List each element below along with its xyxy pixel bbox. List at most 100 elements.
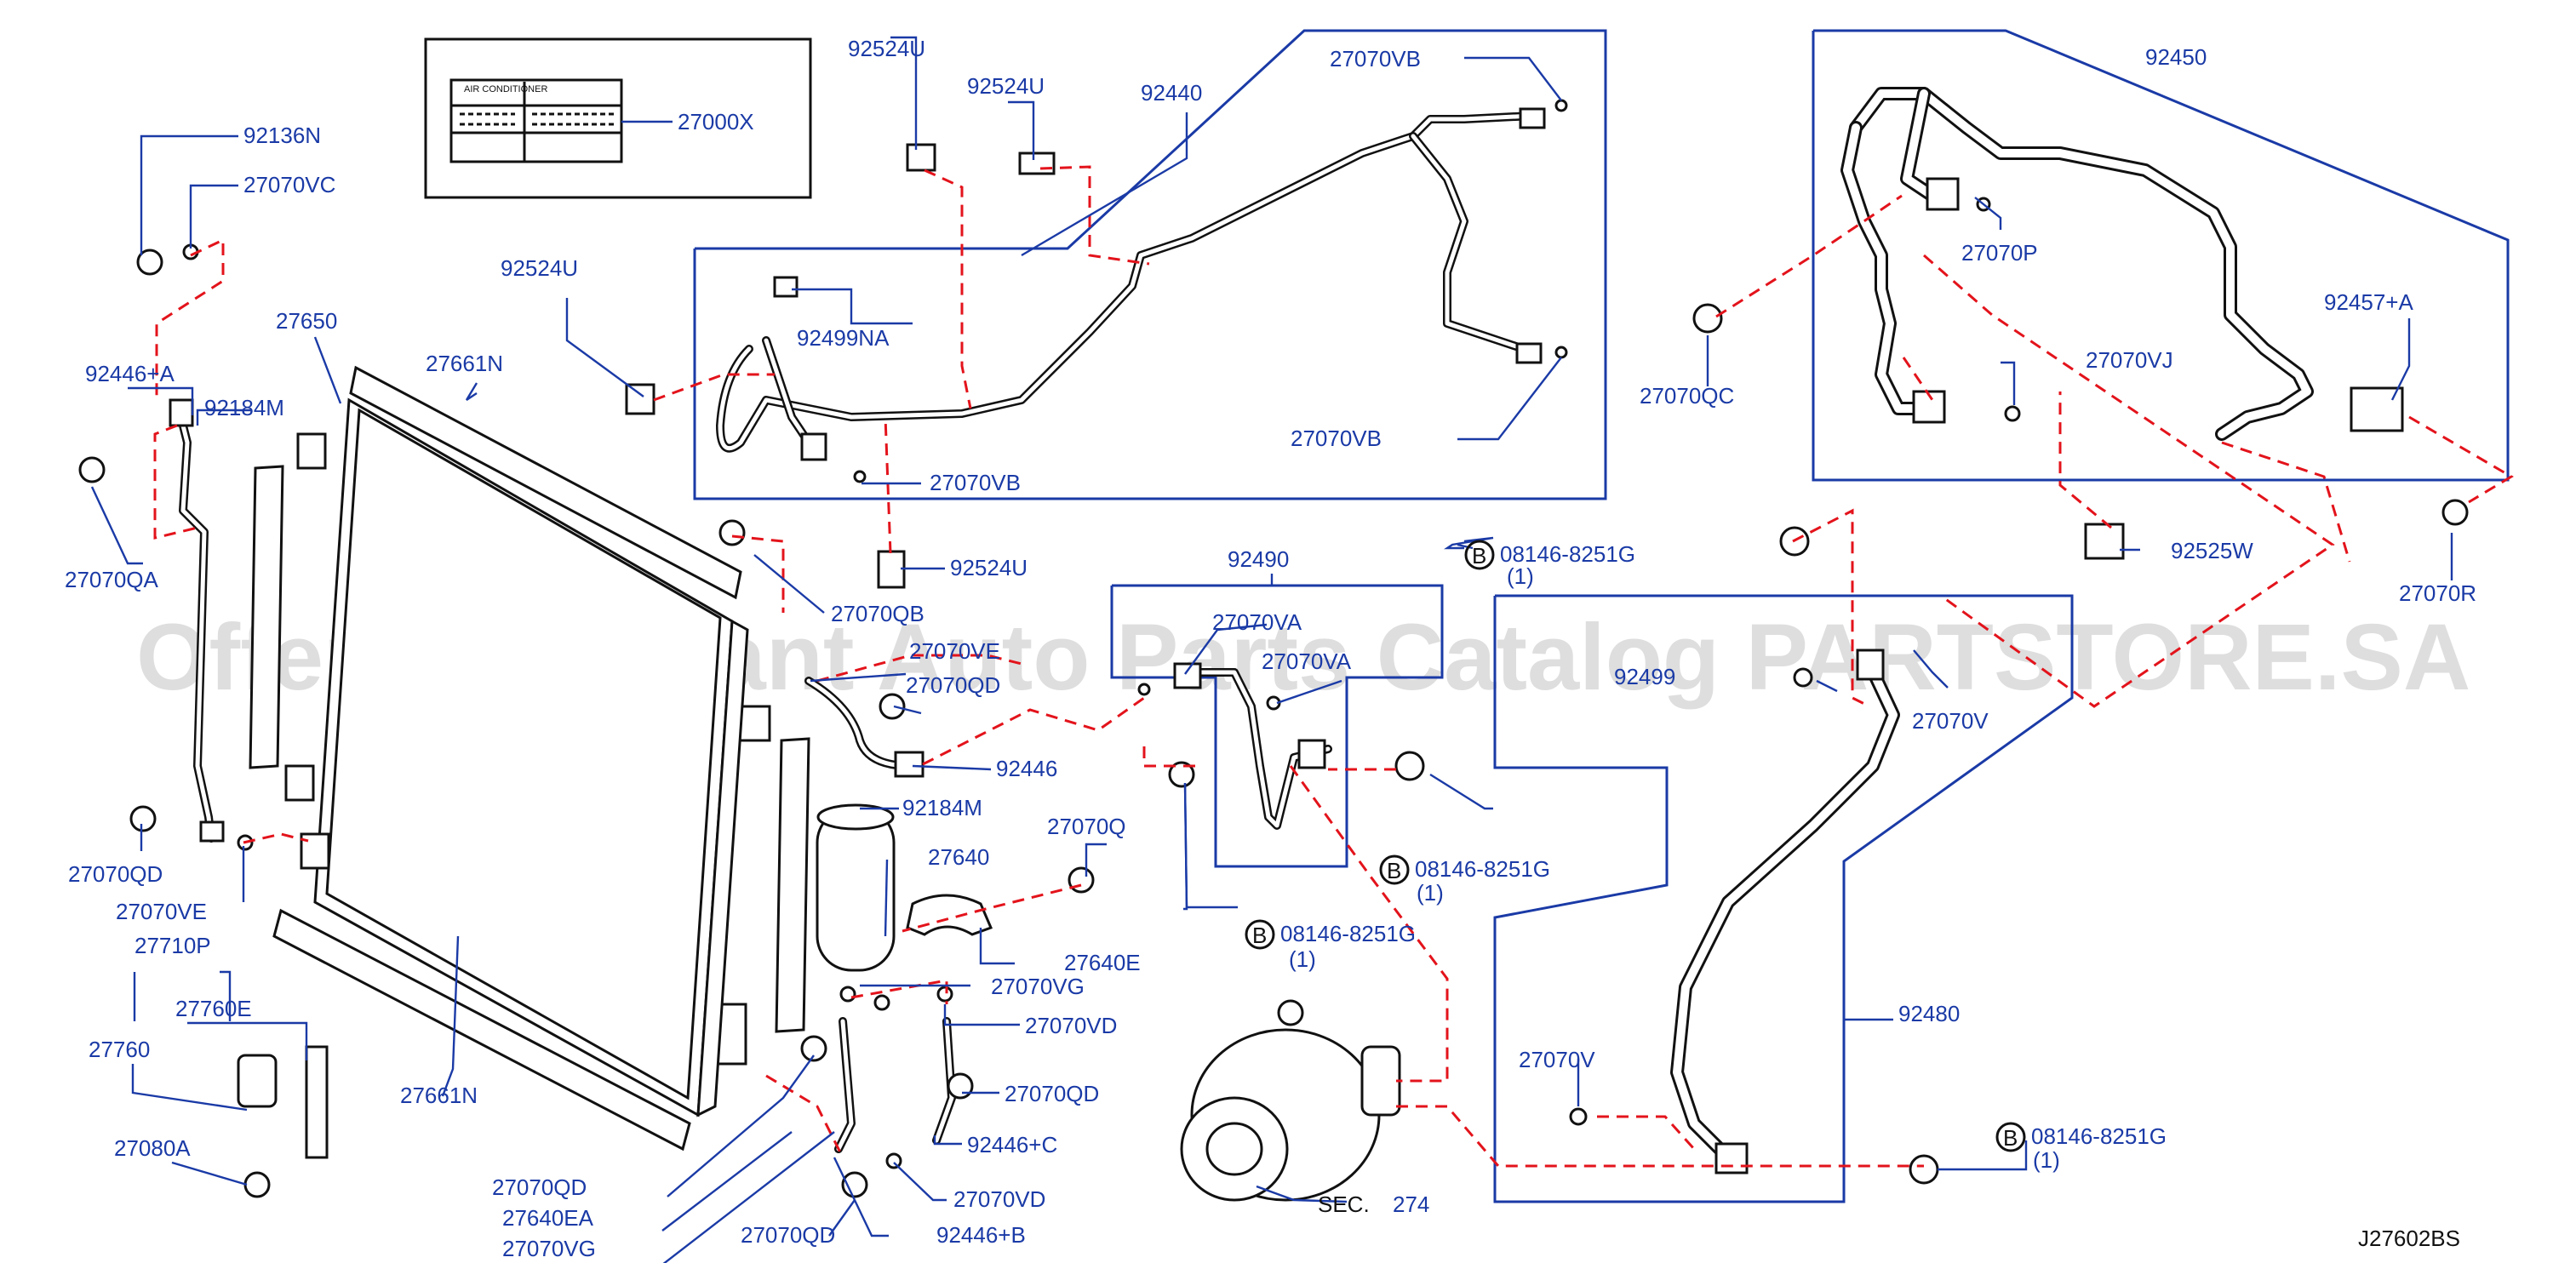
part-label-27661N-top[interactable]: 27661N [426, 351, 503, 376]
part-label-92440[interactable]: 92440 [1141, 80, 1202, 106]
bolt-27070QD-a[interactable] [129, 805, 157, 832]
part-label-92524U-c[interactable]: 92524U [501, 255, 578, 281]
bolt-27070QC[interactable] [1692, 303, 1723, 334]
sensor-bracket[interactable] [305, 1045, 329, 1159]
part-label-27070QD-b[interactable]: 27070QD [68, 861, 163, 887]
part-label-27070QA[interactable]: 27070QA [65, 567, 159, 592]
part-label-27640E[interactable]: 27640E [1064, 950, 1141, 975]
bolt-08146-b[interactable] [1168, 761, 1195, 788]
bolt-27070QD-b[interactable] [879, 693, 906, 720]
part-label-27070VB-a[interactable]: 27070VB [1330, 46, 1421, 71]
bolt-27070QB[interactable] [718, 519, 746, 546]
bolt-27070QD-c[interactable] [800, 1035, 827, 1062]
part-label-27070VG-a[interactable]: 27070VG [991, 974, 1085, 999]
part-label-27760[interactable]: 27760 [89, 1037, 150, 1062]
part-label-27650[interactable]: 27650 [276, 308, 337, 334]
circle-b-1: B [1472, 543, 1486, 569]
part-label-27070R[interactable]: 27070R [2399, 580, 2476, 606]
part-label-27640EA[interactable]: 27640EA [502, 1205, 594, 1231]
side-seal-left[interactable] [249, 465, 284, 769]
part-label-92499NA[interactable]: 92499NA [797, 325, 890, 351]
part-label-27070VB-c[interactable]: 27070VB [930, 470, 1021, 495]
part-label-92184M-top[interactable]: 92184M [204, 395, 284, 420]
part-label-27070QC[interactable]: 27070QC [1640, 383, 1734, 409]
part-label-92524U-b[interactable]: 92524U [967, 73, 1045, 99]
bolt-27070R[interactable] [2441, 499, 2469, 526]
pressure-sensor[interactable] [237, 1054, 278, 1108]
part-label-27070VE-b[interactable]: 27070VE [116, 899, 207, 924]
assembly-dashes [153, 165, 2514, 1168]
bolt-27070QA[interactable] [78, 456, 106, 483]
part-label-92446C[interactable]: 92446+C [967, 1132, 1057, 1157]
bolt-27070QD-d[interactable] [947, 1072, 974, 1100]
bolt-08146-a[interactable] [1394, 751, 1425, 781]
part-label-27000X[interactable]: 27000X [678, 109, 754, 134]
part-label-27070VG-b[interactable]: 27070VG [502, 1236, 596, 1261]
part-label-27070VD-a[interactable]: 27070VD [1025, 1013, 1117, 1038]
part-label-27070QD-c[interactable]: 27070QD [1005, 1081, 1099, 1106]
condenser-core[interactable] [313, 397, 734, 1117]
part-label-92136N[interactable]: 92136N [243, 123, 321, 148]
part-label-27661N-bottom[interactable]: 27661N [400, 1083, 478, 1108]
part-label-27070QD-e[interactable]: 27070QD [492, 1174, 587, 1200]
clip-92524U-c[interactable] [625, 383, 655, 415]
part-label-27070VA-b[interactable]: 27070VA [1262, 649, 1352, 674]
part-label-92446[interactable]: 92446 [996, 756, 1057, 781]
part-label-92446B[interactable]: 92446+B [936, 1222, 1026, 1248]
qty-08146-b: (1) [1417, 880, 1444, 906]
clip-92525W[interactable] [2084, 523, 2125, 560]
clip-92524U-d[interactable] [877, 550, 906, 589]
part-label-27070VD-b[interactable]: 27070VD [953, 1186, 1045, 1212]
seal-92499[interactable] [1793, 667, 1813, 688]
bolt-92136N[interactable] [136, 249, 163, 276]
part-label-92525W[interactable]: 92525W [2171, 538, 2253, 563]
part-label-27070Q[interactable]: 27070Q [1047, 814, 1126, 839]
bolt-27080A[interactable] [243, 1171, 271, 1198]
part-label-27710P[interactable]: 27710P [135, 933, 211, 958]
drier-bracket[interactable] [906, 894, 993, 936]
part-label-92524U-d[interactable]: 92524U [950, 555, 1028, 580]
circle-b-markers: B B B B [1245, 540, 2026, 1152]
part-label-92499[interactable]: 92499 [1614, 664, 1675, 689]
section-ref-link[interactable]: 274 [1393, 1192, 1429, 1217]
part-label-27070V-a[interactable]: 27070V [1912, 708, 1989, 734]
pipe-92446-group [804, 677, 924, 778]
part-label-92446A[interactable]: 92446+A [85, 361, 175, 386]
part-label-08146-d[interactable]: 08146-8251G [2031, 1123, 2167, 1149]
part-label-27070VJ[interactable]: 27070VJ [2086, 347, 2173, 373]
part-label-08146-b[interactable]: 08146-8251G [1415, 856, 1550, 882]
bolt-08146-d[interactable] [1909, 1154, 1939, 1185]
part-label-27640[interactable]: 27640 [928, 844, 989, 870]
part-label-08146-a[interactable]: 08146-8251G [1500, 541, 1635, 567]
side-seal-middle[interactable] [775, 737, 810, 1033]
part-label-92480[interactable]: 92480 [1898, 1001, 1960, 1026]
part-label-27760E[interactable]: 27760E [175, 996, 252, 1021]
clip-92524U-a[interactable] [906, 143, 936, 172]
part-label-08146-c[interactable]: 08146-8251G [1280, 921, 1416, 946]
part-label-27070VE-a[interactable]: 27070VE [909, 638, 1000, 664]
receiver-drier-group [816, 803, 993, 972]
bolt-27070QD-e[interactable] [841, 1171, 868, 1198]
label-plate-group: AIR CONDITIONER 27000X [424, 37, 812, 199]
part-label-92450[interactable]: 92450 [2145, 44, 2207, 70]
part-label-92490[interactable]: 92490 [1228, 546, 1289, 572]
pressure-sensor-group [237, 1045, 329, 1159]
part-label-27080A[interactable]: 27080A [114, 1135, 191, 1161]
part-label-27070VC[interactable]: 27070VC [243, 172, 335, 197]
part-label-27070QB[interactable]: 27070QB [831, 601, 924, 626]
bolts-group [78, 243, 2469, 1198]
part-label-27070QD-d[interactable]: 27070QD [741, 1222, 835, 1248]
seal-strip-top[interactable] [349, 365, 742, 600]
clip-92524U-b[interactable] [1018, 151, 1056, 175]
hose-92440-group [716, 99, 1568, 483]
part-label-27070VB-b[interactable]: 27070VB [1291, 426, 1382, 451]
part-label-27070V-b[interactable]: 27070V [1519, 1047, 1595, 1072]
receiver-drier[interactable] [816, 807, 896, 972]
part-label-27070QD-a[interactable]: 27070QD [906, 672, 1000, 698]
part-label-92457A[interactable]: 92457+A [2324, 289, 2413, 315]
seal-strip-bottom[interactable] [272, 908, 691, 1152]
part-label-92524U-a[interactable]: 92524U [848, 36, 925, 61]
part-label-92184M-mid[interactable]: 92184M [902, 795, 982, 820]
part-label-27070P[interactable]: 27070P [1961, 240, 2038, 266]
part-label-27070VA-a[interactable]: 27070VA [1212, 609, 1302, 635]
